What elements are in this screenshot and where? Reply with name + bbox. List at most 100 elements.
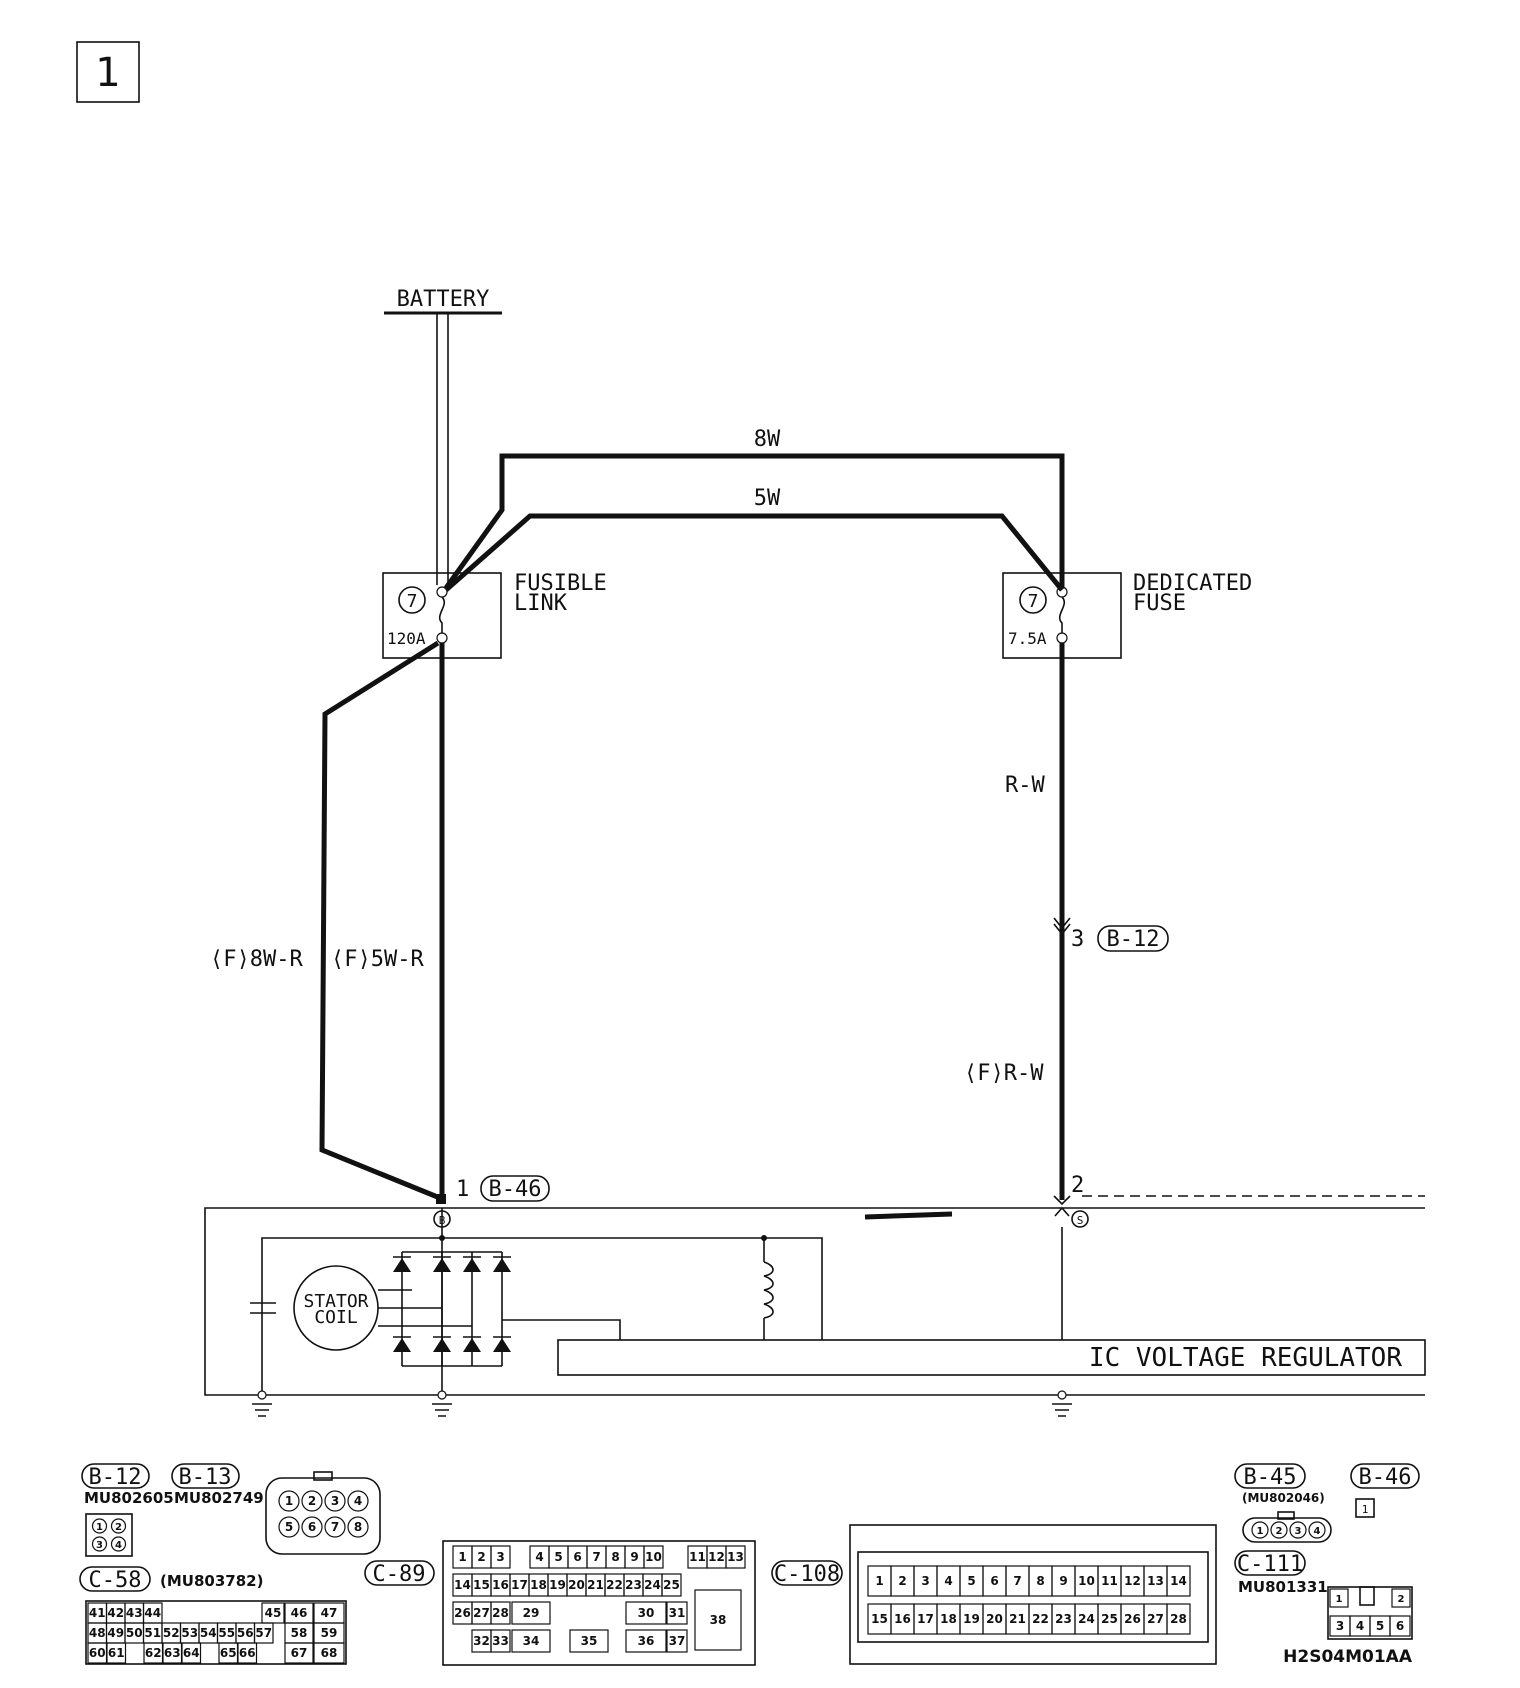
svg-text:24: 24	[1078, 1612, 1095, 1626]
svg-text:1: 1	[1257, 1526, 1264, 1537]
svg-text:42: 42	[107, 1606, 124, 1620]
svg-text:8: 8	[611, 1550, 619, 1564]
svg-text:15: 15	[871, 1612, 888, 1626]
svg-text:2: 2	[898, 1574, 906, 1588]
pin-c89-15: 15	[471, 1573, 492, 1597]
pin-c89-12: 12	[706, 1545, 727, 1569]
pin-c108-7: 7	[1005, 1565, 1030, 1597]
figure-id: H2S04M01AA	[1283, 1647, 1413, 1667]
svg-text:26: 26	[454, 1606, 471, 1620]
svg-text:27: 27	[473, 1606, 490, 1620]
b13-id: B-13	[179, 1465, 232, 1490]
pin-c111-3: 3	[1329, 1615, 1351, 1637]
svg-text:20: 20	[568, 1578, 585, 1592]
pin-c89-6: 6	[567, 1545, 588, 1569]
pin-c89-37: 37	[666, 1629, 688, 1653]
pin-c89-32: 32	[471, 1629, 492, 1653]
svg-text:13: 13	[727, 1550, 744, 1564]
svg-text:15: 15	[473, 1578, 490, 1592]
svg-text:63: 63	[164, 1646, 181, 1660]
pin-c58-61: 61	[106, 1642, 127, 1664]
pin-c89-4: 4	[529, 1545, 550, 1569]
gen-pin-number: 2	[1071, 1173, 1084, 1198]
svg-text:44: 44	[144, 1606, 161, 1620]
svg-text:67: 67	[291, 1646, 308, 1660]
svg-text:3: 3	[921, 1574, 929, 1588]
b12-connector-label: B-12	[1107, 927, 1160, 952]
wire-r-w-label: R-W	[1005, 773, 1045, 798]
svg-text:47: 47	[321, 1606, 338, 1620]
svg-text:5: 5	[1376, 1619, 1384, 1633]
c108-id: C-108	[774, 1562, 840, 1587]
pin-c58-58: 58	[284, 1622, 314, 1644]
svg-text:60: 60	[89, 1646, 106, 1660]
pin-c58-63: 63	[162, 1642, 183, 1664]
pin-c89-31: 31	[666, 1601, 688, 1625]
pin-b45-2: 2	[1270, 1521, 1288, 1539]
pin-c108-22: 22	[1028, 1603, 1053, 1635]
svg-text:57: 57	[255, 1626, 272, 1640]
svg-text:66: 66	[239, 1646, 256, 1660]
svg-text:26: 26	[1124, 1612, 1141, 1626]
svg-text:3: 3	[96, 1540, 103, 1551]
svg-text:36: 36	[638, 1634, 655, 1648]
pin-c58-49: 49	[105, 1622, 126, 1644]
dedicated-fuse-number: 7	[1028, 591, 1039, 612]
wire-r-w: R-W ⟨F⟩R-W 3 B-12 2	[964, 643, 1169, 1206]
fusible-link-label-2: LINK	[514, 591, 568, 616]
fusible-link-number: 7	[407, 591, 418, 612]
c58-part: (MU803782)	[160, 1572, 263, 1590]
svg-text:14: 14	[1170, 1574, 1187, 1588]
svg-text:7: 7	[331, 1520, 339, 1534]
pin-b13-5: 5	[278, 1516, 300, 1538]
pin-c108-18: 18	[936, 1603, 961, 1635]
pin-c108-3: 3	[913, 1565, 938, 1597]
svg-text:55: 55	[218, 1626, 235, 1640]
pin-b13-7: 7	[324, 1516, 346, 1538]
pin-c58-46: 46	[284, 1602, 314, 1624]
pin-c58-67: 67	[284, 1642, 314, 1664]
pin-c108-2: 2	[890, 1565, 915, 1597]
wire-8w: 8W	[443, 427, 1065, 590]
svg-text:53: 53	[181, 1626, 198, 1640]
svg-text:29: 29	[523, 1606, 540, 1620]
ic-voltage-regulator-label: IC VOLTAGE REGULATOR	[1089, 1343, 1402, 1373]
pin-c89-25: 25	[661, 1573, 682, 1597]
svg-text:3: 3	[496, 1550, 504, 1564]
svg-text:32: 32	[473, 1634, 490, 1648]
pin-c108-1: 1	[867, 1565, 892, 1597]
pin-c108-14: 14	[1166, 1565, 1191, 1597]
pin-c111-4: 4	[1349, 1615, 1371, 1637]
svg-text:10: 10	[1078, 1574, 1095, 1588]
pin-c108-24: 24	[1074, 1603, 1099, 1635]
connector-b46: B-46 1	[1350, 1463, 1420, 1518]
pin-c89-14: 14	[452, 1573, 473, 1597]
svg-text:13: 13	[1147, 1574, 1164, 1588]
svg-text:22: 22	[1032, 1612, 1049, 1626]
pin-c89-34: 34	[511, 1629, 551, 1653]
c111-id: C-111	[1237, 1552, 1303, 1577]
dedicated-fuse-rating: 7.5A	[1008, 629, 1047, 648]
b46-legend-pin: 1	[1362, 1503, 1369, 1516]
c58-id: C-58	[89, 1568, 142, 1593]
svg-text:38: 38	[710, 1613, 727, 1627]
svg-text:25: 25	[1101, 1612, 1118, 1626]
svg-text:68: 68	[321, 1646, 338, 1660]
pin-c108-26: 26	[1120, 1603, 1145, 1635]
pin-c89-20: 20	[566, 1573, 587, 1597]
svg-text:22: 22	[606, 1578, 623, 1592]
b12-connector-tag: B-12	[1097, 925, 1169, 952]
pin-b12-3: 3	[91, 1536, 108, 1552]
pin-b13-1: 1	[278, 1490, 300, 1512]
pin-c58-62: 62	[143, 1642, 164, 1664]
pin-b12-1: 1	[91, 1518, 108, 1534]
pin-c89-24: 24	[642, 1573, 663, 1597]
pin-b13-2: 2	[301, 1490, 323, 1512]
pin-c89-16: 16	[490, 1573, 511, 1597]
svg-text:3: 3	[1295, 1526, 1302, 1537]
pin-c89-38: 38	[694, 1589, 742, 1651]
